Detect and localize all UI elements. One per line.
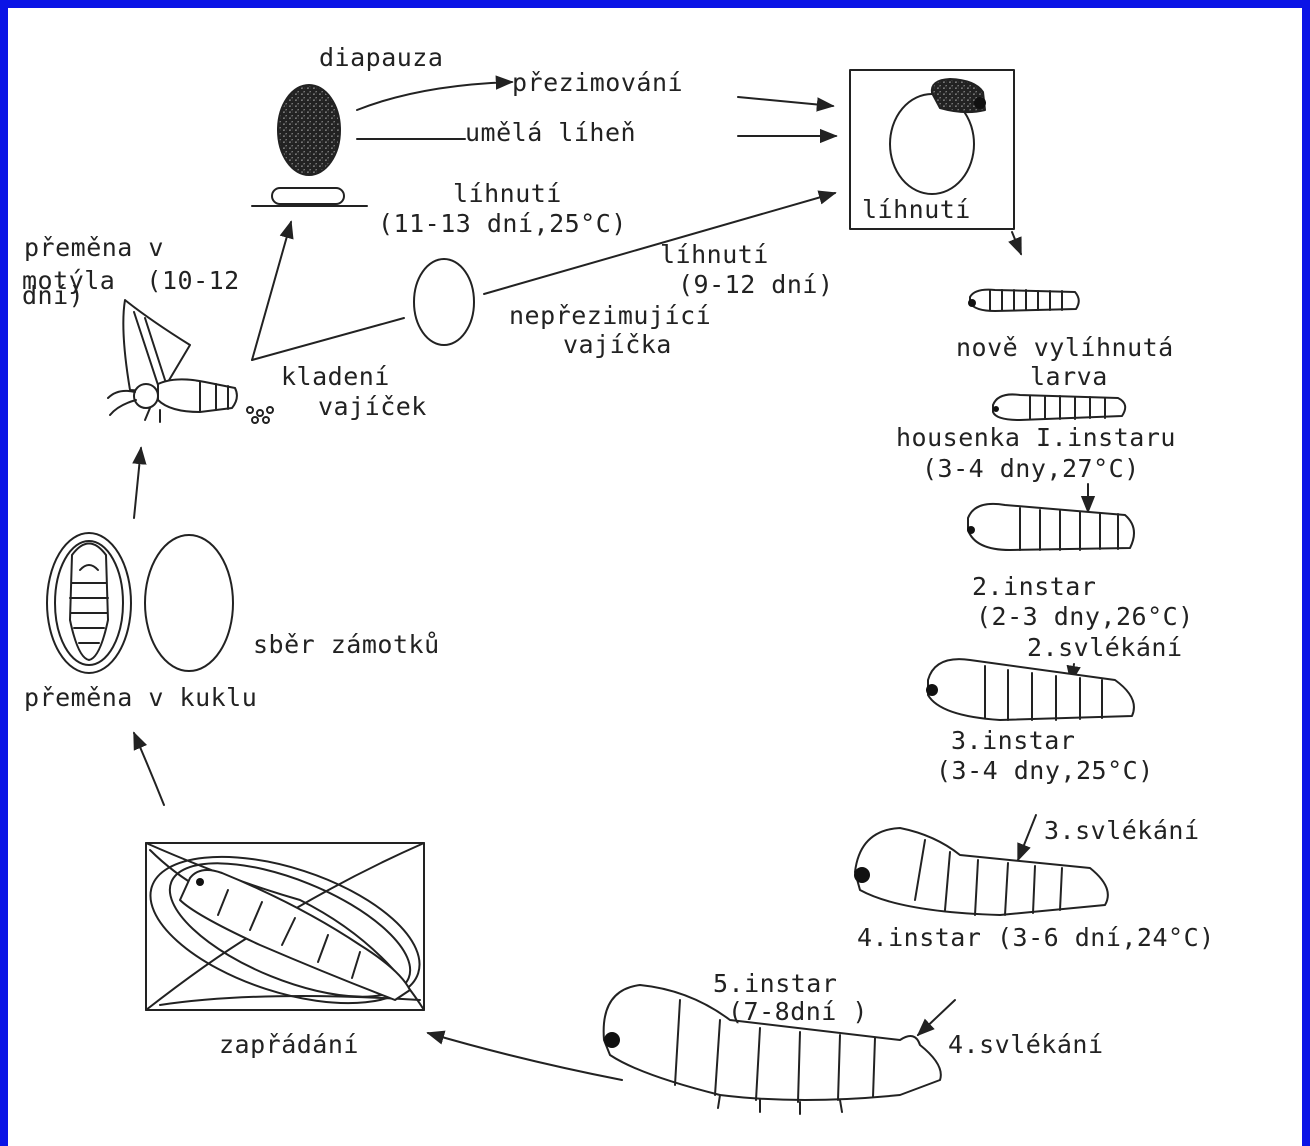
label-larva: larva	[1030, 362, 1108, 391]
label-instar4: 4.instar (3-6 dní,24°C)	[857, 923, 1215, 952]
spinning-larva-icon	[133, 828, 438, 1032]
arrow-spinning-pupa	[134, 733, 164, 805]
label-lihnuti-top: líhnutí	[453, 179, 562, 208]
arrow-diapause-prezimovani	[357, 82, 512, 110]
arrow-lihnuti-larva	[1012, 232, 1021, 254]
label-prezimovani: přezimování	[512, 68, 683, 97]
label-diapauza: diapauza	[319, 43, 443, 72]
non-diapause-egg-icon	[414, 259, 474, 345]
label-lihnuti-mid: líhnutí	[660, 240, 769, 269]
label-svlekani2: 2.svlékání	[1027, 633, 1183, 662]
pupa-icon	[47, 533, 131, 673]
instar3-larva-icon	[926, 659, 1134, 720]
label-instar3: 3.instar	[951, 726, 1075, 755]
newborn-larva-icon	[968, 290, 1079, 311]
label-vajicka: vajíčka	[563, 330, 672, 359]
label-sber: sběr zámotků	[253, 630, 440, 659]
arrow-moth-egg	[252, 318, 404, 360]
label-instar2: 2.instar	[972, 572, 1096, 601]
instar2-larva-icon	[967, 504, 1134, 550]
label-housenka: housenka I.instaru	[896, 423, 1176, 452]
label-lihnuti-box: líhnutí	[862, 195, 971, 224]
label-instar5: 5.instar	[713, 969, 837, 998]
cocoon-icon	[145, 535, 233, 671]
instar1-larva-icon	[993, 394, 1125, 420]
label-zapradani: zapřádání	[219, 1030, 359, 1059]
label-kladeni: kladení	[281, 362, 390, 391]
label-premena-motyl-1: přeměna v	[24, 233, 164, 262]
label-nove: nově vylíhnutá	[956, 333, 1174, 362]
arrow-pupa-moth	[134, 448, 141, 518]
arrow-moth-diapause	[252, 222, 291, 360]
moth-icon	[108, 300, 273, 423]
label-nepresimujici: nepřezimující	[509, 301, 711, 330]
label-premena-kukla: přeměna v kuklu	[24, 683, 257, 712]
label-housenka-days: (3-4 dny,27°C)	[922, 454, 1140, 483]
label-lihnuti-top-days: (11-13 dní,25°C)	[378, 209, 627, 238]
diapause-egg-icon	[252, 85, 367, 206]
label-premena-motyl-3: dní)	[22, 285, 84, 307]
label-vajicek: vajíček	[318, 392, 427, 421]
arrow-instar3-4	[1018, 815, 1036, 860]
arrow-instar5-spinning	[428, 1033, 622, 1080]
arrow-prezimovani-lihnuti	[738, 97, 833, 106]
label-svlekani4: 4.svlékání	[948, 1030, 1104, 1059]
label-instar5-days: (7-8dní )	[728, 997, 868, 1026]
label-lihnuti-mid-days: (9-12 dní)	[678, 270, 834, 299]
label-svlekani3: 3.svlékání	[1044, 816, 1200, 845]
label-instar3-days: (3-4 dny,25°C)	[936, 756, 1154, 785]
label-umela-lihen: umělá líheň	[465, 118, 636, 147]
label-instar2-days: (2-3 dny,26°C)	[976, 602, 1194, 631]
